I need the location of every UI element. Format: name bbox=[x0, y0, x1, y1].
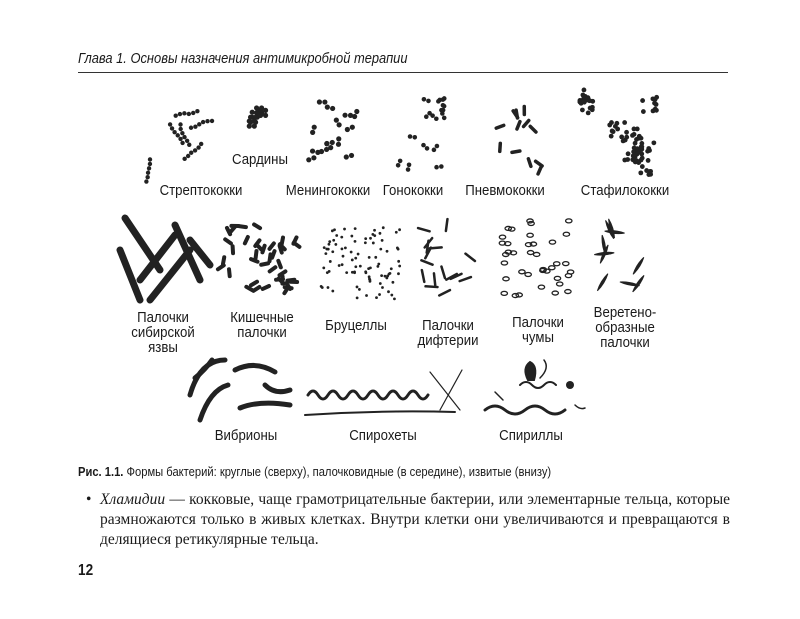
bullet: • bbox=[86, 491, 92, 508]
label-fusiform: Веретено- образные палочки bbox=[593, 304, 657, 351]
vibrio-illustration bbox=[187, 357, 293, 423]
gonococci-illustration bbox=[395, 96, 447, 172]
fusiform-illustration bbox=[594, 218, 645, 293]
label-streptococci: Стрептококки bbox=[159, 182, 243, 199]
label-diphtheria: Палочки дифтерии bbox=[417, 317, 479, 349]
label-vibrio: Вибрионы bbox=[214, 427, 278, 444]
body-text: — кокковые, чаще грамотрицательные бакте… bbox=[100, 491, 730, 548]
label-staphylococci: Стафилококки bbox=[580, 182, 670, 199]
meningococci-illustration bbox=[306, 99, 360, 163]
label-gonococci: Гонококки bbox=[382, 182, 444, 199]
caption-text: Формы бактерий: круглые (сверху), палочк… bbox=[126, 464, 552, 479]
ecoli-illustration bbox=[215, 222, 302, 296]
brucella-illustration bbox=[319, 226, 402, 301]
anthrax-illustration bbox=[116, 214, 214, 304]
page-number: 12 bbox=[78, 562, 94, 579]
label-ecoli: Кишечные палочки bbox=[230, 309, 294, 341]
caption-number: Рис. 1.1. bbox=[78, 464, 124, 479]
sardines-illustration bbox=[246, 105, 269, 129]
label-spirochete: Спирохеты bbox=[349, 427, 417, 444]
label-meningococci: Менингококки bbox=[285, 182, 371, 199]
term: Хламидии bbox=[100, 491, 166, 508]
label-plague: Палочки чумы bbox=[512, 314, 564, 346]
pneumococci-illustration bbox=[494, 104, 544, 176]
streptococci-illustration bbox=[144, 109, 215, 184]
header-rule bbox=[78, 72, 728, 73]
label-spirilla: Спириллы bbox=[499, 427, 563, 444]
running-header: Глава 1. Основы назначения антимикробной… bbox=[78, 50, 408, 67]
staphylococci-illustration bbox=[577, 87, 660, 177]
bacteria-figure bbox=[116, 87, 660, 423]
spirilla-illustration bbox=[483, 359, 586, 416]
label-anthrax: Палочки сибирской язвы bbox=[131, 309, 195, 356]
label-pneumococci: Пневмококки bbox=[465, 182, 545, 199]
label-brucella: Бруцеллы bbox=[325, 317, 387, 334]
figure-caption: Рис. 1.1. Формы бактерий: круглые (сверх… bbox=[78, 464, 551, 479]
spirochete-illustration bbox=[304, 369, 463, 416]
diphtheria-illustration bbox=[416, 217, 477, 297]
plague-illustration bbox=[498, 218, 575, 299]
body-paragraph: • Хламидии — кокковые, чаще грамотрицател… bbox=[86, 490, 730, 550]
label-sardines: Сардины bbox=[232, 151, 288, 168]
